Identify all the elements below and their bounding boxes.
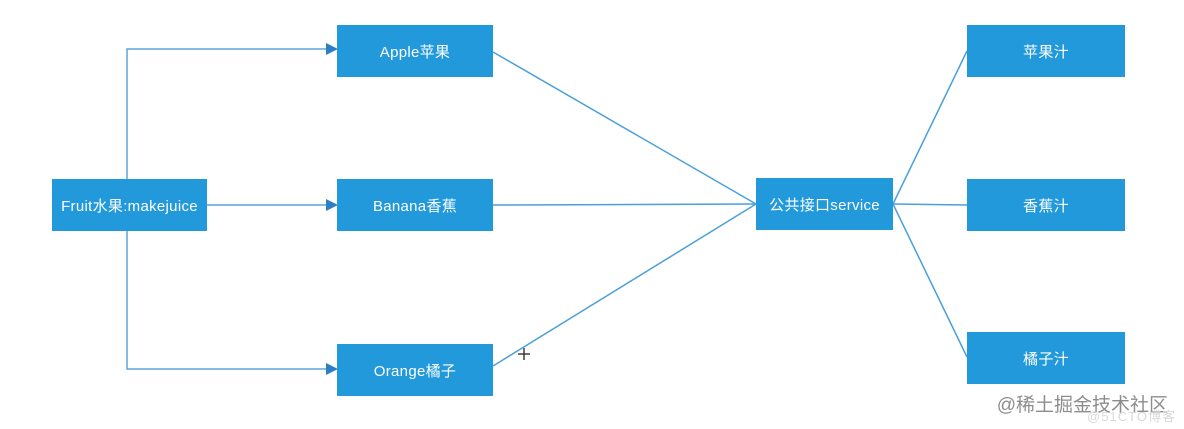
node-orange-juice-label: 橘子汁 xyxy=(1023,350,1069,368)
node-service-label: 公共接口service xyxy=(769,196,880,214)
node-apple-label: Apple苹果 xyxy=(379,43,451,61)
node-orange[interactable]: Orange橘子 xyxy=(337,344,493,396)
connector-apple-service xyxy=(492,51,757,205)
connector-service-orangejuice xyxy=(892,203,968,358)
node-fruit-label: Fruit水果:makejuice xyxy=(61,197,198,215)
node-orange-label: Orange橘子 xyxy=(373,362,457,380)
node-apple-juice[interactable]: 苹果汁 xyxy=(967,25,1125,77)
node-service[interactable]: 公共接口service xyxy=(756,178,893,230)
connector-fruit-orange xyxy=(126,231,328,370)
arrowhead-icon xyxy=(326,43,338,55)
connector-service-applejuice xyxy=(892,50,968,205)
connector-banana-service xyxy=(492,203,757,206)
node-fruit[interactable]: Fruit水果:makejuice xyxy=(52,179,207,231)
watermark-juejin: @稀土掘金技术社区 xyxy=(996,395,1168,416)
connector-service-bananajuice xyxy=(892,203,968,206)
arrowhead-icon xyxy=(326,199,338,211)
node-apple-juice-label: 苹果汁 xyxy=(1023,43,1069,61)
node-orange-juice[interactable]: 橘子汁 xyxy=(967,332,1125,384)
connector-fruit-apple xyxy=(126,48,328,179)
node-banana[interactable]: Banana香蕉 xyxy=(337,179,493,231)
watermark-51cto: @51CTO博客 xyxy=(1087,409,1176,424)
connector-orange-service xyxy=(492,203,757,367)
node-banana-juice-label: 香蕉汁 xyxy=(1023,197,1069,215)
crosshair-cursor-icon xyxy=(518,348,530,360)
node-apple[interactable]: Apple苹果 xyxy=(337,25,493,77)
node-banana-label: Banana香蕉 xyxy=(372,197,458,215)
node-banana-juice[interactable]: 香蕉汁 xyxy=(967,179,1125,231)
arrowhead-icon xyxy=(326,363,338,375)
